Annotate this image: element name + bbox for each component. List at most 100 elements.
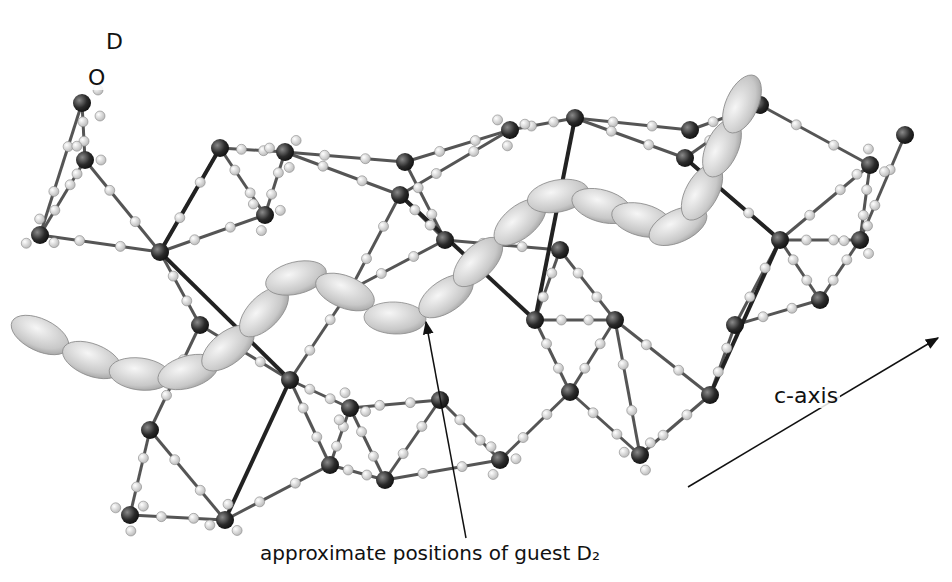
oxygen-atom (341, 399, 359, 417)
oxygen-atom (561, 383, 579, 401)
atom-label: D (104, 30, 125, 54)
hydrogen-bond (820, 240, 860, 300)
oxygen-atom (491, 451, 509, 469)
deuterium-atom (469, 146, 479, 156)
deuterium-atom (880, 167, 890, 177)
oxygen-atom (321, 456, 339, 474)
deuterium-atom (291, 135, 301, 145)
oxygen-atom (526, 311, 544, 329)
deuterium-atom (75, 236, 85, 246)
deuterium-atom (111, 503, 121, 513)
deuterium-atom (248, 199, 258, 209)
deuterium-atom (170, 455, 180, 465)
deuterium-atom (132, 482, 142, 492)
framework-stick (710, 240, 780, 395)
deuterium-atom (361, 406, 371, 416)
deuterium-atom (606, 126, 616, 136)
deuterium-atom (556, 315, 566, 325)
hydrogen-bond (400, 130, 510, 195)
oxygen-atom (256, 206, 274, 224)
deuterium-atom (713, 367, 723, 377)
oxygen-atom (606, 311, 624, 329)
deuterium-atom (627, 405, 637, 415)
deuterium-atom (35, 214, 45, 224)
deuterium-atom (168, 271, 178, 281)
deuterium-atom (835, 185, 845, 195)
deuterium-atom (182, 296, 192, 306)
deuterium-atom (475, 435, 485, 445)
deuterium-atom (417, 421, 427, 431)
hydrogen-bond (440, 400, 500, 460)
leader-arrow (426, 322, 466, 538)
deuterium-atom (190, 235, 200, 245)
deuterium-atom (595, 339, 605, 349)
deuterium-atom (431, 169, 441, 179)
deuterium-atom (645, 438, 655, 448)
deuterium-atom (547, 268, 557, 278)
oxygen-atom (501, 121, 519, 139)
oxygen-atom (851, 231, 869, 249)
deuterium-atom (162, 390, 172, 400)
deuterium-atom (267, 189, 277, 199)
deuterium-atom (325, 394, 335, 404)
oxygen-atom (281, 371, 299, 389)
hydrogen-bond (385, 400, 440, 480)
deuterium-atom (340, 388, 350, 398)
deuterium-atom (205, 520, 215, 530)
oxygen-atom (551, 241, 569, 259)
deuterium-atom (418, 468, 428, 478)
deuterium-atom (49, 186, 59, 196)
deuterium-atom (745, 292, 755, 302)
hydrogen-bond (285, 152, 405, 162)
deuterium-atom (870, 200, 880, 210)
deuterium-atom (105, 185, 115, 195)
deuterium-atom (255, 357, 265, 367)
callout-label: approximate positions of guest D₂ (258, 542, 602, 564)
deuterium-atom (758, 312, 768, 322)
deuterium-atom (115, 241, 125, 251)
deuterium-atom (65, 180, 75, 190)
deuterium-atom (455, 415, 465, 425)
hydrogen-bond (615, 320, 710, 395)
hydrogen-bond (160, 148, 220, 252)
deuterium-atom (573, 268, 583, 278)
oxygen-atom (276, 143, 294, 161)
deuterium-atom (375, 400, 385, 410)
deuterium-atom (312, 432, 322, 442)
oxygen-atom (676, 149, 694, 167)
hydrogen-bond (330, 408, 350, 465)
deuterium-atom (852, 169, 862, 179)
deuterium-atom (362, 470, 372, 480)
deuterium-atom (236, 144, 246, 154)
deuterium-atom (862, 185, 872, 195)
oxygen-atom (566, 109, 584, 127)
deuterium-atom (619, 447, 629, 457)
deuterium-atom (21, 238, 31, 248)
oxygen-atom (391, 186, 409, 204)
hydrogen-bond (350, 240, 445, 290)
oxygen-atom (141, 421, 159, 439)
deuterium-atom (863, 144, 873, 154)
hydrogen-bond (290, 380, 350, 408)
deuterium-atom (580, 363, 590, 373)
deuterium-atom (520, 119, 530, 129)
deuterium-atom (511, 454, 521, 464)
deuterium-atom (828, 275, 838, 285)
atom-label: O (86, 66, 107, 90)
deuterium-atom (49, 238, 59, 248)
deuterium-atom (230, 165, 240, 175)
hydrogen-bond (350, 408, 385, 480)
deuterium-atom (788, 255, 798, 265)
hydrogen-bond (150, 430, 225, 520)
hydrogen-bond (510, 118, 575, 130)
deuterium-atom (72, 141, 82, 151)
deuterium-atom (542, 339, 552, 349)
hydrogen-bond (760, 105, 870, 165)
deuterium-atom (470, 136, 480, 146)
axis-label: c-axis (772, 384, 840, 408)
deuterium-atom (612, 429, 622, 439)
hydrogen-bond (500, 392, 570, 460)
deuterium-atom (674, 365, 684, 375)
